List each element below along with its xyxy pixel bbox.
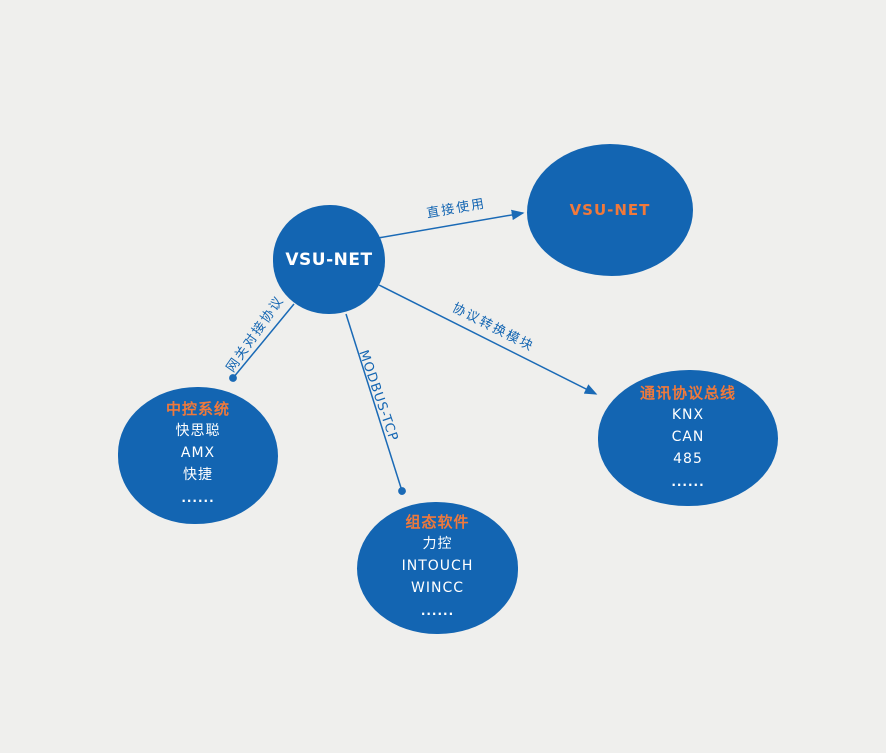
node-central-control-item: AMX: [180, 445, 216, 461]
node-central-control-system: 中控系统 快思聪 AMX 快捷 ......: [118, 387, 278, 524]
node-protocol-bus: 通讯协议总线 KNX CAN 485 ......: [598, 370, 778, 506]
edge-label-protocol-module: 协议转换模块: [449, 300, 537, 355]
node-scada-software-item: 力控: [422, 536, 453, 552]
node-central-control-item: 快捷: [183, 467, 213, 483]
node-vsu-net-direct: VSU-NET: [527, 144, 693, 276]
node-protocol-bus-more-dots: ......: [671, 475, 705, 489]
node-scada-software: 组态软件 力控 INTOUCH WINCC ......: [357, 502, 518, 634]
edge-label-modbus-tcp: MODBUS-TCP: [355, 348, 401, 444]
node-scada-software-title: 组态软件: [405, 513, 470, 531]
node-central-control-item: 快思聪: [175, 423, 221, 439]
node-protocol-bus-item: 485: [673, 451, 703, 467]
node-protocol-bus-item: KNX: [671, 407, 705, 423]
node-scada-software-item: INTOUCH: [401, 558, 474, 574]
node-scada-software-more-dots: ......: [420, 604, 455, 618]
node-vsu-net-direct-label: VSU-NET: [569, 201, 651, 219]
node-vsu-net-center: VSU-NET: [273, 205, 385, 314]
edge-protocol-module-line: [378, 284, 598, 395]
edge-label-gateway-protocol: 网关对接协议: [223, 292, 288, 376]
node-scada-software-item: WINCC: [411, 580, 464, 596]
edge-label-direct-use: 直接使用: [425, 196, 488, 222]
node-central-control-more-dots: ......: [181, 491, 215, 505]
node-vsu-net-center-label: VSU-NET: [285, 249, 373, 270]
node-protocol-bus-title: 通讯协议总线: [639, 384, 736, 402]
node-protocol-bus-item: CAN: [671, 429, 705, 445]
node-central-control-title: 中控系统: [165, 400, 230, 418]
